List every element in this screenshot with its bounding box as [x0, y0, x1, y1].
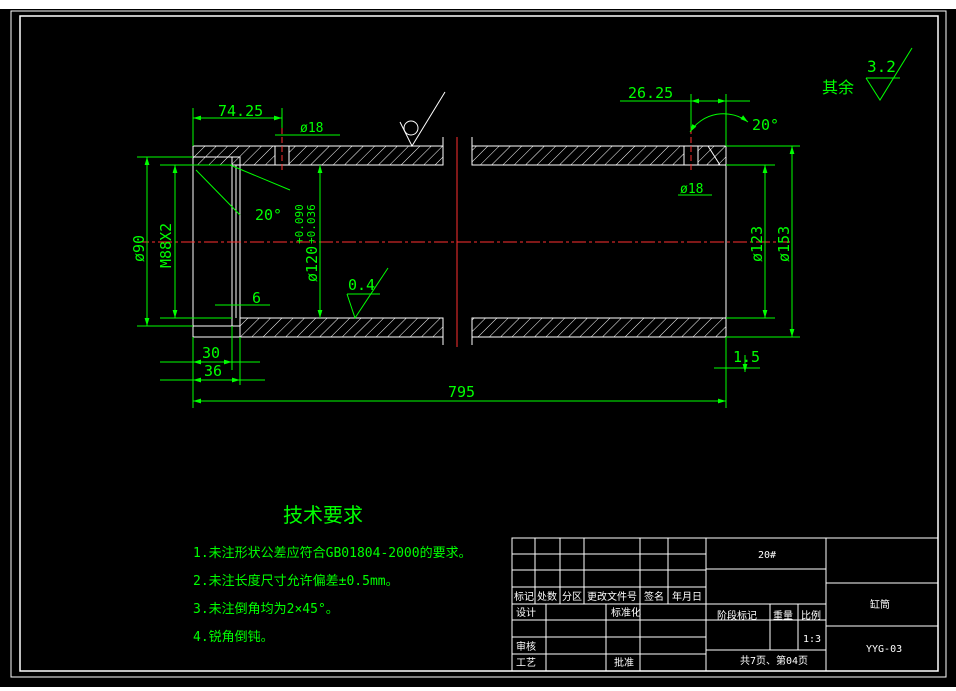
dim-angle-20-right: 20° — [752, 116, 779, 134]
dim-roughness-0-4: 0.4 — [348, 276, 375, 294]
dim-m88: M88X2 — [157, 223, 175, 268]
lbl-standardize: 标准化 — [611, 606, 641, 619]
title-block-grid — [511, 537, 939, 672]
tech-item-4: 4.锐角倒钝。 — [193, 630, 274, 645]
dim-795: 795 — [448, 383, 475, 401]
tech-title: 技术要求 — [283, 503, 363, 527]
sheet-info: 共7页、第04页 — [740, 654, 808, 667]
hdr-mark: 标记 — [514, 591, 534, 603]
lower-wall-right — [471, 317, 727, 338]
dim-phi123: ø123 — [748, 226, 766, 262]
tech-requirements: 技术要求 1.未注形状公差应符合GB01804-2000的要求。 2.未注长度尺… — [193, 503, 472, 645]
part-section — [135, 128, 790, 347]
dimension-texts: 74.25 ø18 26.25 20° ø18 20° 0.4 6 30 36 … — [130, 57, 896, 401]
dim-74-25: 74.25 — [218, 102, 263, 120]
lbl-ratio: 比例 — [801, 609, 821, 622]
window-top-strip — [0, 0, 956, 9]
hdr-zone: 分区 — [562, 591, 582, 603]
hdr-date: 年月日 — [672, 590, 702, 603]
hdr-sign: 签名 — [644, 590, 664, 603]
material: 20# — [758, 550, 776, 561]
dim-phi90: ø90 — [130, 235, 148, 262]
tech-item-2: 2.未注长度尺寸允许偏差±0.5mm。 — [193, 573, 399, 589]
dim-phi120: ø120 — [303, 246, 321, 282]
lbl-weight: 重量 — [773, 609, 793, 622]
lower-wall-left — [239, 317, 444, 338]
lbl-stage-mark: 阶段标记 — [717, 609, 757, 622]
lbl-review: 审核 — [516, 640, 536, 653]
dimension-lines — [137, 94, 800, 408]
title-block-texts: 20# 缸筒 YYG-03 1:3 共7页、第04页 标记 处数 分区 更改文件… — [514, 550, 902, 669]
roughness-value: 3.2 — [867, 57, 896, 76]
roughness-label: 其余 — [822, 78, 854, 97]
scale: 1:3 — [803, 634, 821, 645]
dim-tol-lower: +0.036 — [305, 204, 318, 244]
tech-item-1: 1.未注形状公差应符合GB01804-2000的要求。 — [193, 545, 472, 561]
dim-1-5: 1.5 — [733, 348, 760, 366]
dim-phi153: ø153 — [775, 226, 793, 262]
lbl-design: 设计 — [516, 606, 536, 619]
thread-relief-lower — [192, 325, 241, 338]
hdr-count: 处数 — [537, 590, 557, 603]
sheet-inner-border — [19, 15, 939, 672]
dim-6: 6 — [252, 289, 261, 307]
roughness-symbols — [346, 47, 913, 320]
dim-36: 36 — [204, 362, 222, 380]
surface-symbol-top — [399, 91, 446, 148]
upper-wall-left — [192, 145, 444, 166]
dim-tol-upper: +0.090 — [293, 204, 306, 244]
hdr-doc: 更改文件号 — [587, 590, 637, 603]
drawing-no: YYG-03 — [866, 644, 902, 655]
lbl-process: 工艺 — [516, 657, 536, 669]
dim-30: 30 — [202, 344, 220, 362]
lbl-approve: 批准 — [614, 656, 634, 669]
tech-item-3: 3.未注倒角均为2×45°。 — [193, 602, 339, 617]
sheet-outer-border — [10, 10, 947, 678]
dim-angle-20-left: 20° — [255, 206, 282, 224]
dim-phi18-right: ø18 — [680, 182, 703, 197]
dim-26-25: 26.25 — [628, 84, 673, 102]
dim-phi18-left: ø18 — [300, 121, 323, 136]
part-name: 缸筒 — [870, 598, 890, 611]
